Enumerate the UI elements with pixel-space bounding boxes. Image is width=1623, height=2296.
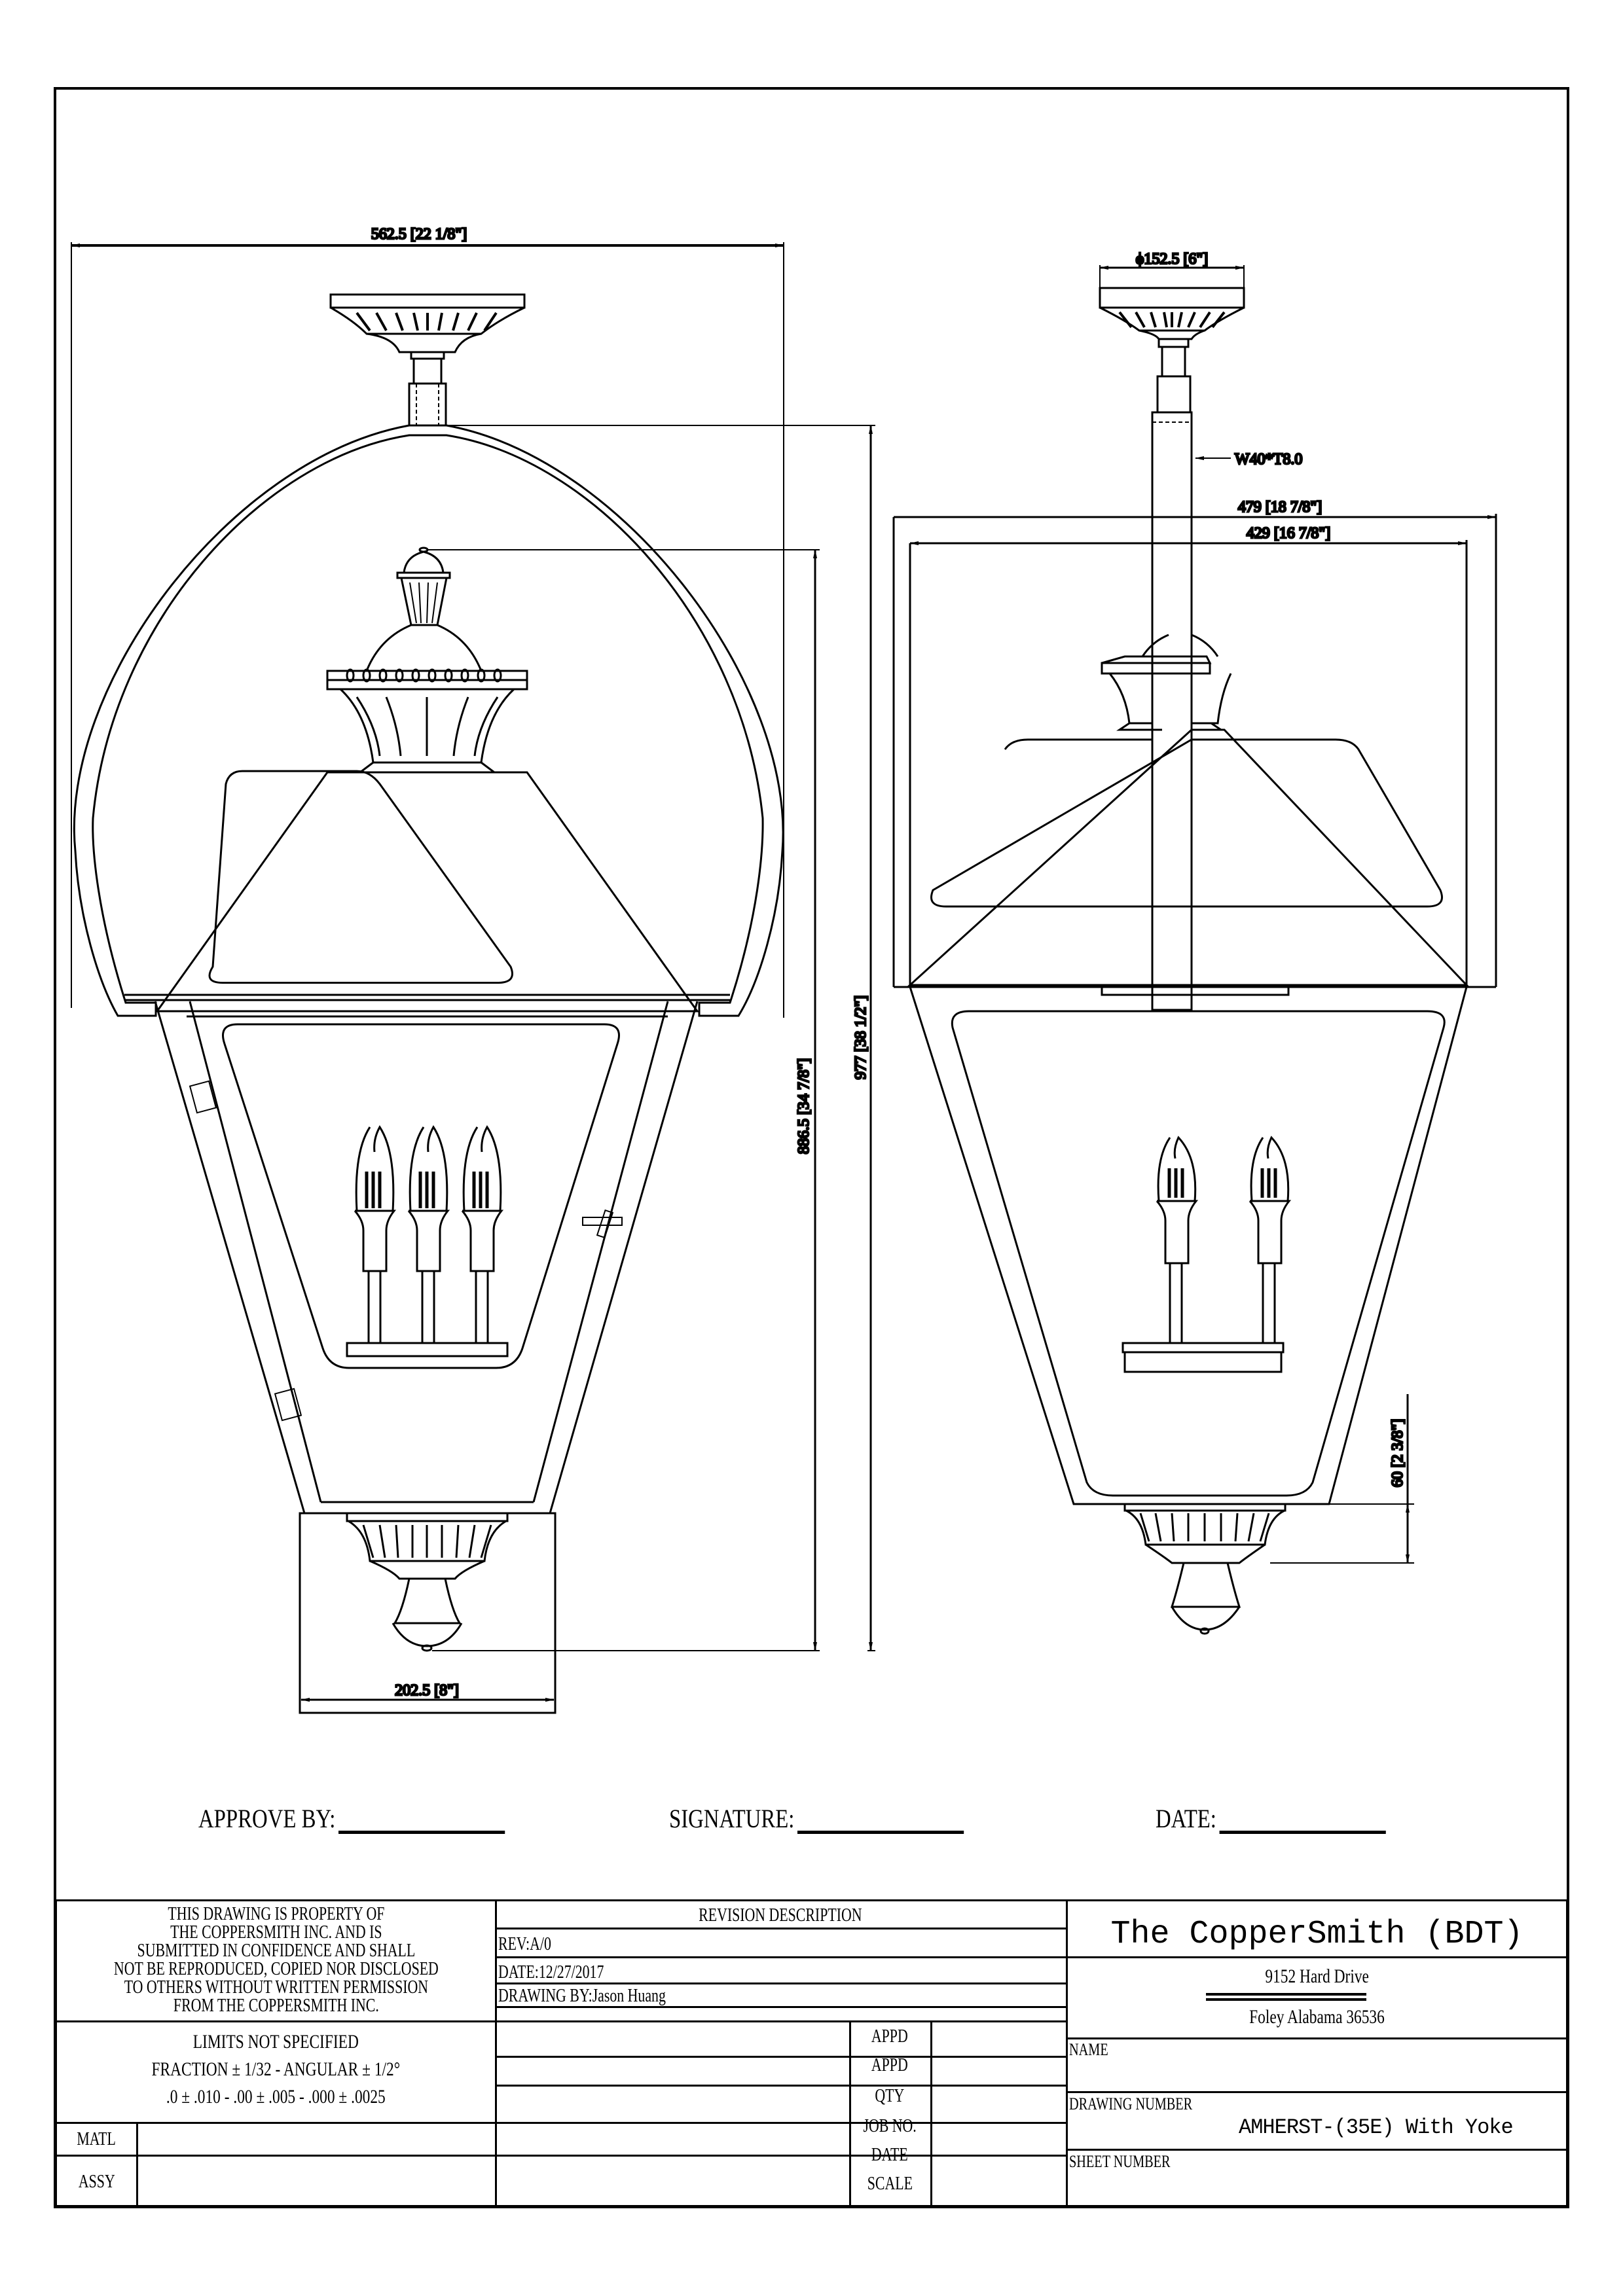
dim-yoke-bar: W40*T8.0	[1235, 451, 1302, 468]
field-values[interactable]	[932, 2022, 1066, 2207]
sheet-number-label: SHEET NUMBER	[1069, 2152, 1171, 2171]
right-view-lantern	[892, 265, 1497, 1635]
signature-label: SIGNATURE:	[669, 1804, 795, 1833]
job-no-label: JOB NO.	[863, 2116, 917, 2136]
sheet-border	[54, 87, 1569, 2208]
notice-line: TO OTHERS WITHOUT WRITTEN PERMISSION	[124, 1977, 428, 1998]
assy-label: ASSY	[78, 2172, 115, 2192]
limits-fraction: FRACTION ± 1/32 - ANGULAR ± 1/2°	[151, 2058, 401, 2080]
company-address-2: Foley Alabama 36536	[1249, 2006, 1385, 2028]
dim-inner-width: 429 [16 7/8"]	[1247, 525, 1330, 542]
notice-line: THIS DRAWING IS PROPERTY OF	[167, 1904, 385, 1924]
qty-label: QTY	[875, 2086, 905, 2106]
drawing-number-label: DRAWING NUMBER	[1069, 2094, 1193, 2113]
property-notice: THIS DRAWING IS PROPERTY OF THE COPPERSM…	[57, 1905, 495, 2015]
revision-heading: REVISION DESCRIPTION	[699, 1905, 862, 1926]
signature-field[interactable]: SIGNATURE:	[669, 1803, 964, 1834]
notice-line: FROM THE COPPERSMITH INC.	[173, 1996, 379, 2016]
company-name: The CopperSmith (BDT)	[1110, 1916, 1523, 1953]
appd-label-1: APPD	[871, 2026, 908, 2047]
dim-overall-height: 977 [38 1/2"]	[852, 996, 869, 1079]
title-block: THIS DRAWING IS PROPERTY OF THE COPPERSM…	[55, 1899, 1568, 2207]
company-address-1: 9152 Hard Drive	[1265, 1965, 1369, 1987]
date-field-label: DATE	[871, 2145, 908, 2165]
tolerance-limits: LIMITS NOT SPECIFIED FRACTION ± 1/32 - A…	[57, 2028, 495, 2111]
matl-label: MATL	[77, 2129, 117, 2149]
notice-line: THE COPPERSMITH INC. AND IS	[170, 1922, 382, 1943]
matl-value[interactable]	[138, 2124, 495, 2155]
revision-rev: REV:A/0	[498, 1934, 551, 1954]
dim-height-to-finial: 886.5 [34 7/8"]	[795, 1058, 812, 1154]
appd-label-2: APPD	[871, 2055, 908, 2075]
assy-value[interactable]	[138, 2157, 495, 2207]
date-field[interactable]: DATE:	[1156, 1803, 1387, 1834]
notice-line: SUBMITTED IN CONFIDENCE AND SHALL	[137, 1941, 415, 1961]
date-label: DATE:	[1156, 1804, 1216, 1833]
left-view-lantern	[71, 242, 875, 1714]
name-label: NAME	[1069, 2040, 1108, 2059]
dim-outer-width: 479 [18 7/8"]	[1238, 499, 1322, 516]
approve-by-field[interactable]: APPROVE BY:	[198, 1803, 505, 1834]
address-divider	[1206, 1993, 1366, 2001]
scale-label: SCALE	[867, 2174, 913, 2194]
revision-drawing-by: DRAWING BY:Jason Huang	[498, 1986, 666, 2006]
limits-decimal: .0 ± .010 - .00 ± .005 - .000 ± .0025	[166, 2086, 386, 2108]
date-line	[1219, 1808, 1387, 1834]
signature-line	[797, 1808, 964, 1834]
dim-bottom-height: 60 [2 3/8"]	[1389, 1419, 1406, 1487]
drawing-number: AMHERST-(35E) With Yoke	[1239, 2115, 1514, 2140]
notice-line: NOT BE REPRODUCED, COPIED NOR DISCLOSED	[113, 1959, 439, 1979]
dim-base-width: 202.5 [8"]	[395, 1682, 459, 1699]
approve-by-line	[338, 1808, 505, 1834]
limits-heading: LIMITS NOT SPECIFIED	[192, 2031, 359, 2053]
revision-date: DATE:12/27/2017	[498, 1962, 604, 1982]
approval-row: APPROVE BY: SIGNATURE: DATE:	[0, 1803, 1623, 1842]
dim-canopy-diameter: ϕ152.5 [6"]	[1136, 251, 1208, 268]
dim-overall-width: 562.5 [22 1/8"]	[371, 226, 467, 243]
approve-by-label: APPROVE BY:	[198, 1804, 336, 1833]
